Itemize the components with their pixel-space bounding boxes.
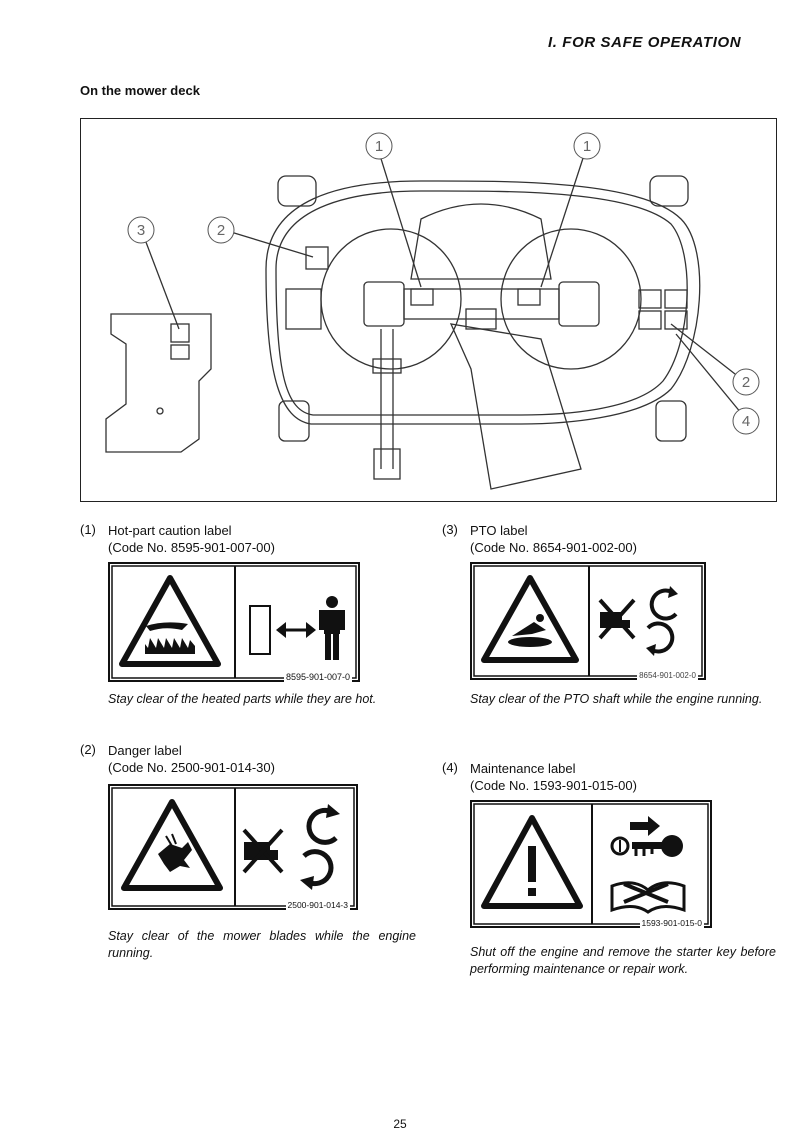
item-2-label-code: 2500-901-014-3: [285, 900, 350, 910]
item-4-title: Maintenance label: [470, 761, 576, 776]
keep-distance-icon: [249, 596, 345, 660]
callout-3: 3: [127, 216, 155, 244]
remove-key-icon: [610, 816, 683, 857]
item-3-label-code: 8654-901-002-0: [637, 671, 698, 680]
no-hands-rotating-blade-icon: [242, 804, 340, 890]
caster-wheel-right: [649, 175, 689, 207]
item-1-title: Hot-part caution label: [108, 523, 232, 538]
svg-text:1: 1: [375, 138, 383, 155]
item-4-code: (Code No. 1593-901-015-00): [470, 778, 637, 793]
danger-label-graphic: [111, 787, 355, 907]
item-2-code: (Code No. 2500-901-014-30): [108, 760, 275, 775]
maintenance-label: 1593-901-015-0: [470, 800, 712, 928]
pto-label-graphic: [473, 565, 703, 677]
danger-label: 2500-901-014-3: [108, 784, 358, 910]
callout-2b: 2: [732, 368, 760, 396]
hot-surface-warning-icon: [119, 575, 221, 667]
maintenance-label-graphic: [473, 803, 709, 925]
general-warning-icon: [481, 815, 583, 909]
gearbox-left: [363, 281, 405, 327]
item-3-number: (3): [442, 522, 458, 537]
svg-text:3: 3: [137, 222, 145, 239]
callout-2a: 2: [207, 216, 235, 244]
hot-part-label-graphic: [111, 565, 357, 679]
entanglement-warning-icon: [481, 575, 579, 663]
callout-1b: 1: [573, 132, 601, 160]
section-title: On the mower deck: [80, 83, 200, 98]
pto-label: 8654-901-002-0: [470, 562, 706, 680]
page-number: 25: [393, 1117, 407, 1131]
discharge-chute: [449, 323, 582, 490]
chapter-header: I. FOR SAFE OPERATION: [548, 34, 742, 51]
read-manual-icon: [610, 881, 686, 914]
blade-housing-right: [500, 228, 642, 370]
callout-4: 4: [732, 407, 760, 435]
side-panel: [105, 313, 212, 453]
hand-cut-warning-icon: [121, 799, 223, 891]
no-hands-rotating-shaft-icon: [598, 586, 678, 656]
svg-text:1: 1: [583, 138, 591, 155]
item-4-number: (4): [442, 760, 458, 775]
caster-wheel-left: [277, 175, 317, 207]
item-3-code: (Code No. 8654-901-002-00): [470, 540, 637, 555]
callout-1a: 1: [365, 132, 393, 160]
mower-deck-drawing: [105, 148, 747, 490]
item-2-number: (2): [80, 742, 96, 757]
hot-part-caution-label: 8595-901-007-0: [108, 562, 360, 682]
gearbox-right: [558, 281, 600, 327]
mower-deck-figure: 1 1 2 2 3 4: [80, 118, 777, 502]
item-4-label-code: 1593-901-015-0: [639, 918, 704, 928]
item-1-caption: Stay clear of the heated parts while the…: [108, 692, 377, 706]
svg-text:2: 2: [742, 374, 750, 391]
blade-housing-left: [320, 228, 462, 370]
item-1-number: (1): [80, 522, 96, 537]
item-3-title: PTO label: [470, 523, 528, 538]
item-4-caption: Shut off the engine and remove the start…: [470, 945, 776, 976]
svg-text:4: 4: [742, 413, 750, 430]
item-1-code: (Code No. 8595-901-007-00): [108, 540, 275, 555]
item-3-caption: Stay clear of the PTO shaft while the en…: [470, 692, 763, 706]
svg-text:2: 2: [217, 222, 225, 239]
item-2-title: Danger label: [108, 743, 182, 758]
deck-shell: [265, 180, 701, 425]
item-1-label-code: 8595-901-007-0: [283, 672, 352, 682]
item-2-caption: Stay clear of the mower blades while the…: [108, 929, 416, 960]
